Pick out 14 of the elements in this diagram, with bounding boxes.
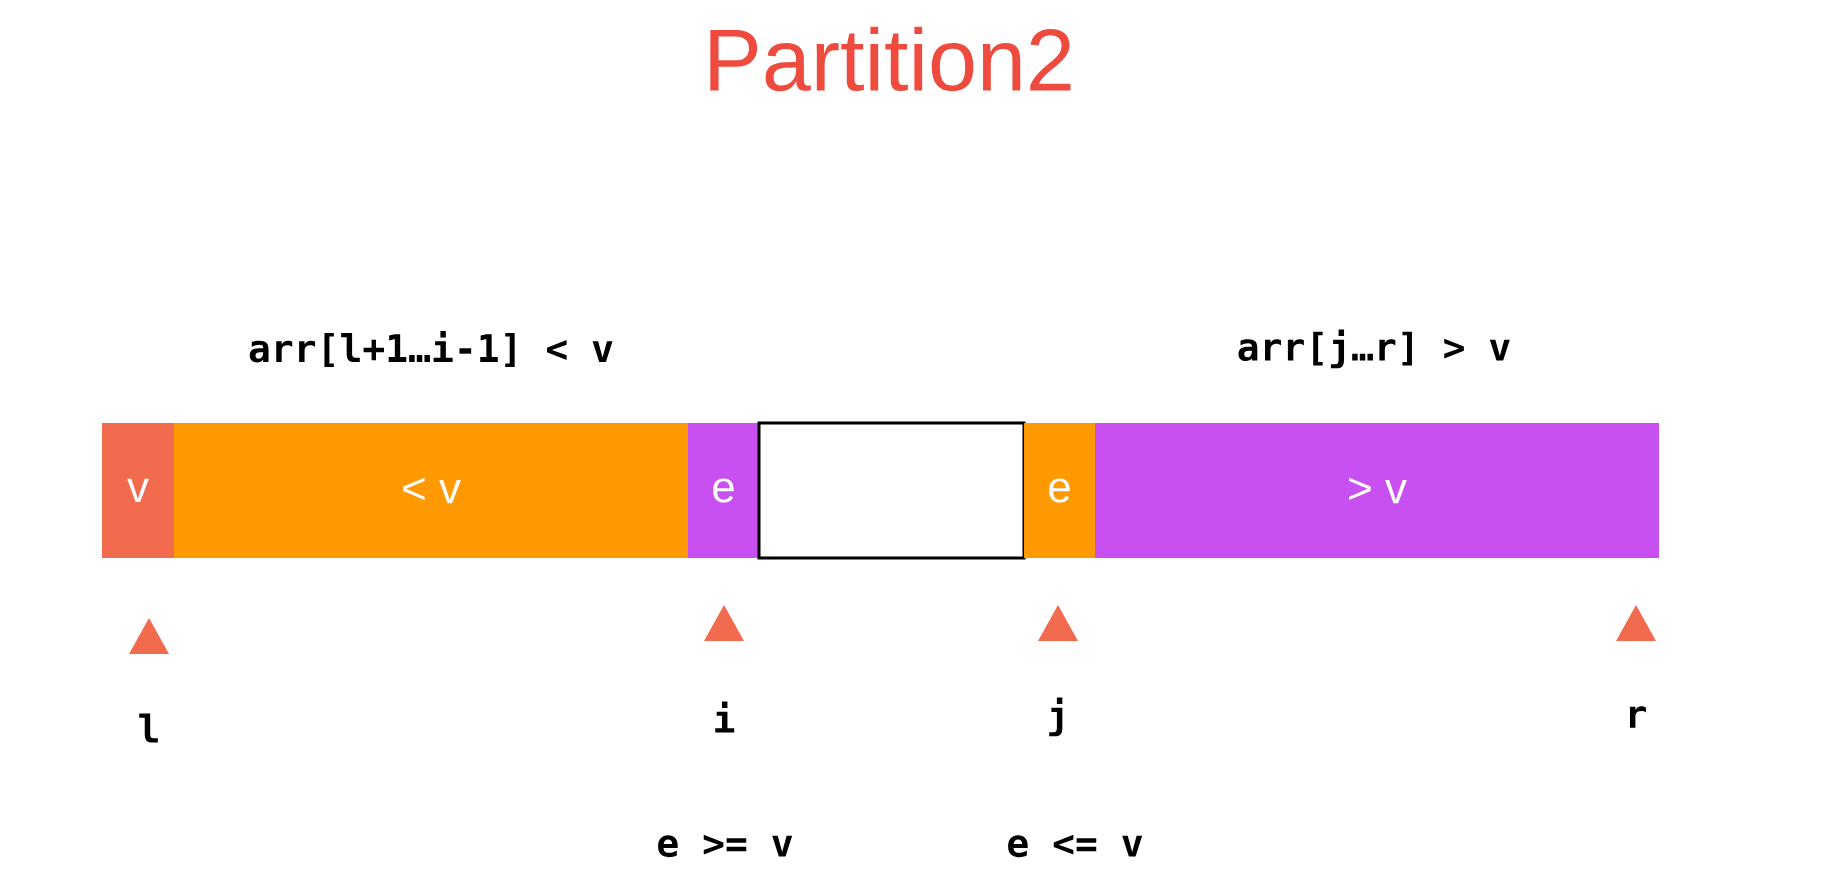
- array-cell: > v: [1095, 423, 1659, 558]
- label: e >= v: [658, 834, 793, 858]
- label: j: [1049, 697, 1063, 737]
- array-cell: v: [102, 423, 174, 558]
- label: arr[l+1…i-1] < v: [249, 331, 613, 367]
- label: e <= v: [1008, 834, 1143, 858]
- label: l: [139, 713, 158, 743]
- label: arr[j…r] > v: [1238, 329, 1510, 369]
- array-cell: e: [1024, 423, 1095, 558]
- array-cell: e: [688, 423, 759, 558]
- title: Partition2: [710, 26, 1071, 92]
- array-cell: < v: [174, 423, 688, 558]
- label: r: [1629, 706, 1646, 728]
- label: i: [715, 701, 735, 733]
